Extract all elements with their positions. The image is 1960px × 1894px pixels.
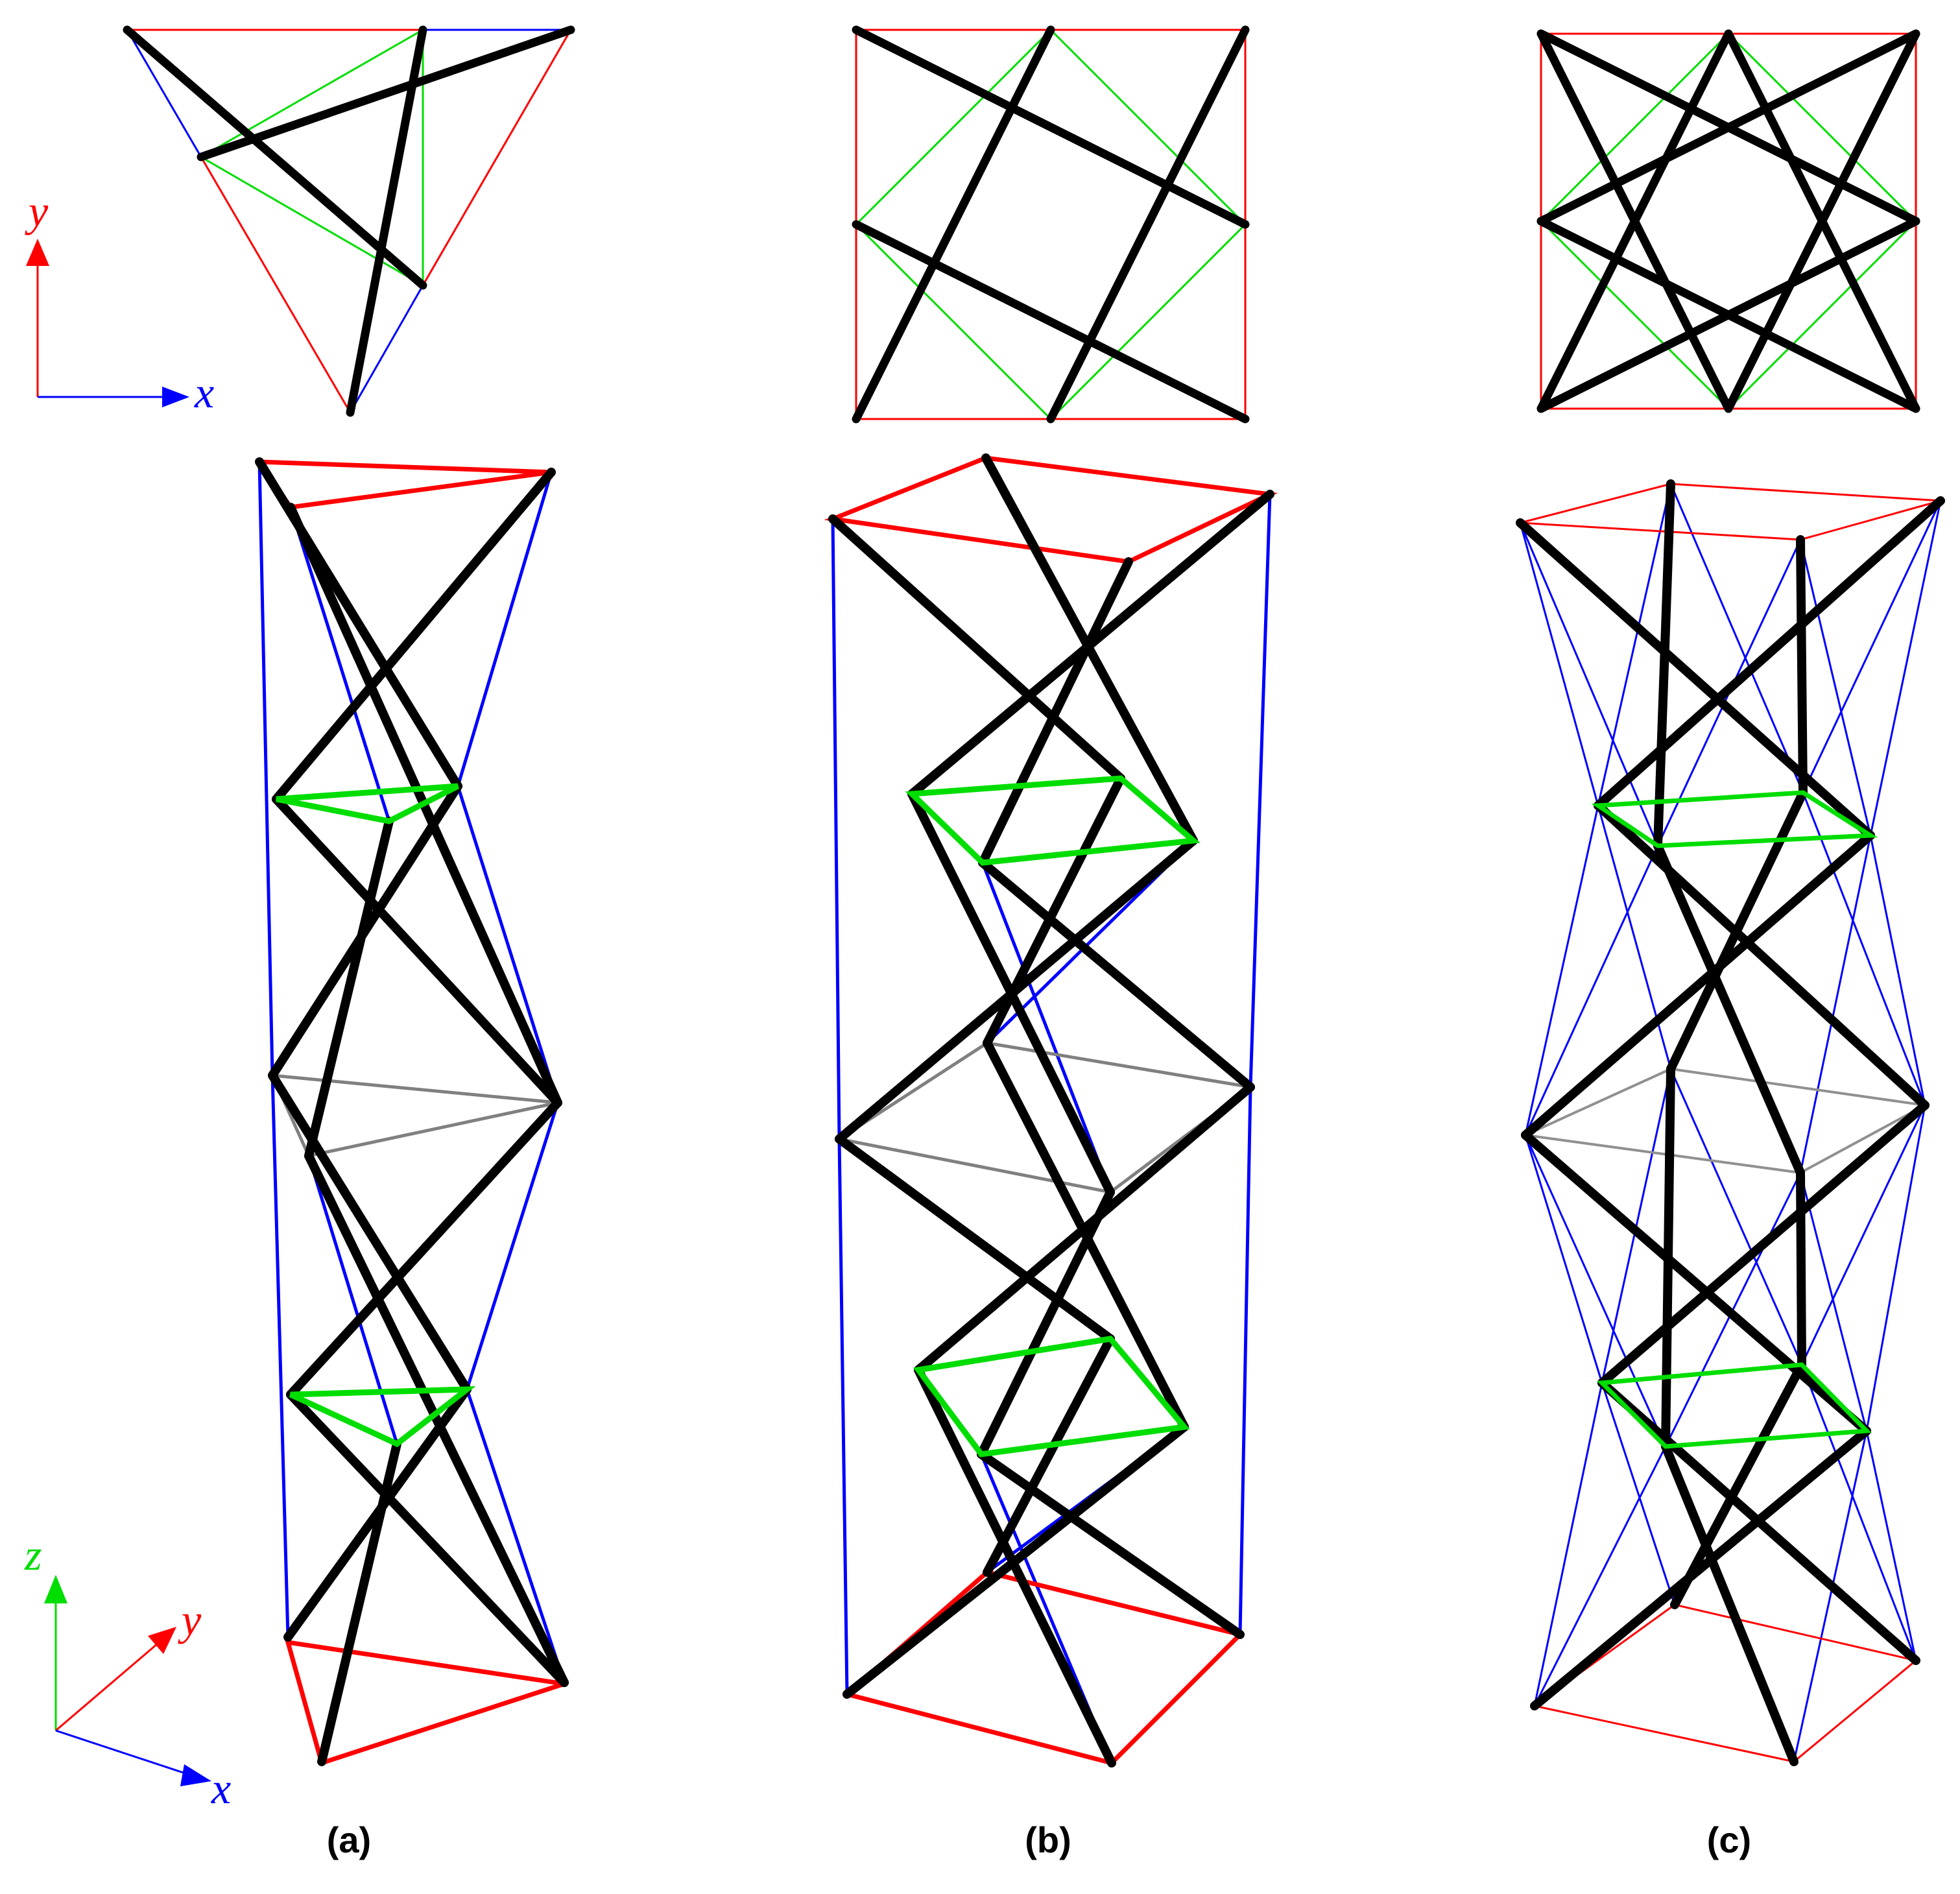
panel-a-perspective bbox=[255, 457, 569, 1766]
panel-b-perspective bbox=[824, 453, 1278, 1768]
panel-c-perspective bbox=[1516, 479, 1945, 1766]
panel-a-top-view bbox=[123, 25, 575, 417]
panel-b-top-view bbox=[852, 25, 1250, 424]
perspective-z-axis-label: z bbox=[24, 1530, 42, 1579]
topview-x-axis-label: x bbox=[194, 368, 214, 417]
topview-axes: y x bbox=[25, 186, 214, 417]
perspective-x-axis-label: x bbox=[211, 1764, 231, 1813]
perspective-axes: z y x bbox=[24, 1530, 231, 1813]
perspective-y-axis-label: y bbox=[178, 1595, 202, 1644]
topview-y-axis-label: y bbox=[25, 186, 49, 235]
panel-b-caption: (b) bbox=[1025, 1819, 1071, 1860]
panel-c-caption: (c) bbox=[1707, 1819, 1751, 1860]
panel-a-caption: (a) bbox=[327, 1819, 371, 1860]
panel-c-top-view bbox=[1536, 29, 1920, 413]
